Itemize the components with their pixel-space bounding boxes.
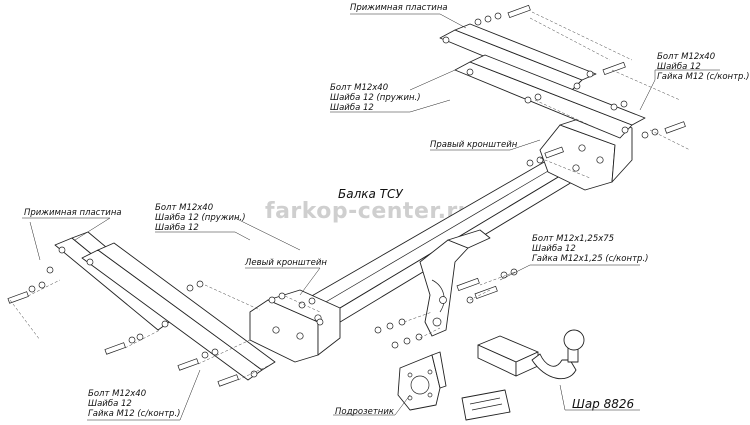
label-bolt-top-right-2: Шайба 12 — [657, 62, 701, 72]
label-bolt-bottom-left-2: Шайба 12 — [88, 399, 132, 409]
top-fasteners — [474, 4, 691, 179]
label-clamp-plate-top: Прижимная пластина — [350, 3, 448, 13]
label-bolt-bottom-left-1: Болт М12х40 — [88, 389, 146, 399]
label-plate — [461, 389, 511, 421]
left-clamp-plate — [54, 231, 276, 381]
label-bolt-top-right-3: Гайка М12 (с/контр.) — [657, 72, 749, 82]
leader-lines — [22, 13, 720, 421]
label-beam: Балка ТСУ — [338, 187, 403, 201]
label-bolt-center-1: Болт М12х1,25х75 — [532, 234, 614, 244]
center-fasteners — [374, 268, 518, 349]
label-bolt-top-right-1: Болт М12х40 — [657, 52, 715, 62]
label-bolt-center-3: Гайка М12х1,25 (с/контр.) — [532, 254, 648, 264]
label-bolt-top-mid-3: Шайба 12 — [330, 103, 374, 113]
watermark: farkop-center.ru — [265, 199, 474, 224]
label-bolt-left-top-1: Болт М12х40 — [155, 203, 213, 213]
label-right-bracket: Правый кронштейн — [430, 140, 518, 150]
label-bolt-center-2: Шайба 12 — [532, 244, 576, 254]
label-bolt-bottom-left-3: Гайка М12 (с/контр.) — [88, 409, 180, 419]
label-bolt-top-mid-1: Болт М12х40 — [330, 83, 388, 93]
label-bolt-top-mid-2: Шайба 12 (пружин.) — [330, 93, 421, 103]
label-bolt-left-top-3: Шайба 12 — [155, 223, 199, 233]
tow-ball — [477, 329, 585, 380]
label-clamp-plate-left: Прижимная пластина — [24, 208, 122, 218]
socket-plate — [397, 351, 447, 411]
label-bolt-left-top-2: Шайба 12 (пружин.) — [155, 213, 246, 223]
left-fasteners — [7, 266, 324, 387]
label-ball: Шар 8826 — [572, 397, 635, 411]
label-socket-plate: Подрозетник — [335, 407, 395, 417]
hitch-bracket — [419, 229, 491, 337]
top-clamp-plate — [439, 23, 646, 139]
label-left-bracket: Левый кронштейн — [244, 258, 327, 268]
